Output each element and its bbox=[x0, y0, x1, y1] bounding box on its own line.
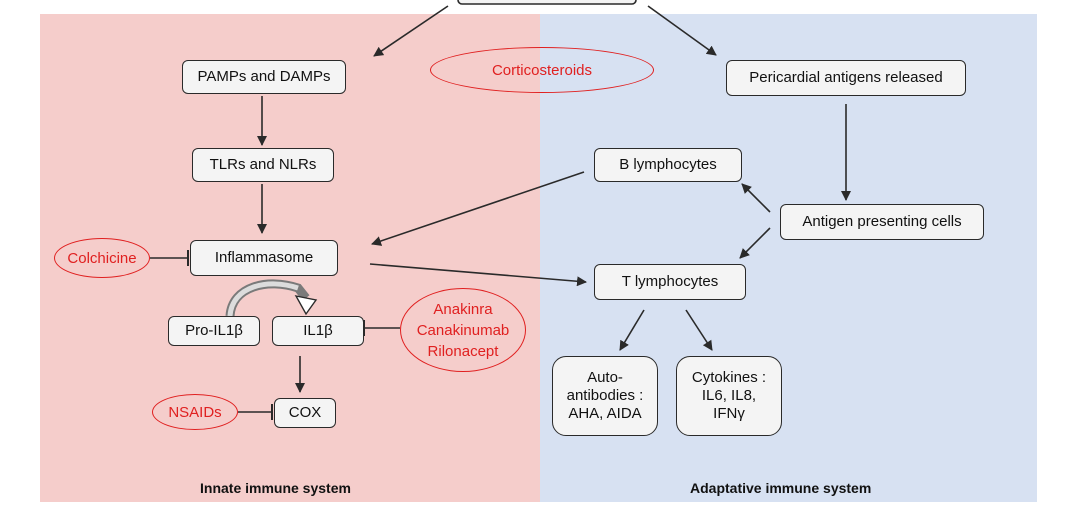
node-tlrs: TLRs and NLRs bbox=[192, 148, 334, 182]
drug-anakinra-group: Anakinra Canakinumab Rilonacept bbox=[400, 288, 526, 372]
node-cytokines: Cytokines : IL6, IL8, IFNγ bbox=[676, 356, 782, 436]
drug-colchicine: Colchicine bbox=[54, 238, 150, 278]
edge-t-to-cytokines bbox=[685, 309, 713, 351]
conversion-arrowhead bbox=[294, 295, 318, 316]
node-inflammasome: Inflammasome bbox=[190, 240, 338, 276]
edge-apc-to-t bbox=[739, 227, 771, 259]
node-pro-il1b: Pro-IL1β bbox=[168, 316, 260, 346]
drug-corticosteroids: Corticosteroids bbox=[430, 47, 654, 93]
conversion-arrow-inner bbox=[227, 281, 299, 317]
node-pamps: PAMPs and DAMPs bbox=[182, 60, 346, 94]
edge-top-to-pamps bbox=[373, 5, 449, 57]
node-b-lymphocytes: B lymphocytes bbox=[594, 148, 742, 182]
edge-b-to-inflammasome bbox=[371, 171, 585, 246]
node-pericardial: Pericardial antigens released bbox=[726, 60, 966, 96]
top-frame bbox=[0, 0, 1078, 14]
edge-inflammasome-to-t bbox=[369, 263, 587, 287]
node-apc: Antigen presenting cells bbox=[780, 204, 984, 240]
edge-apc-to-b bbox=[741, 183, 771, 213]
node-autoantibodies: Auto- antibodies : AHA, AIDA bbox=[552, 356, 658, 436]
top-source-node bbox=[457, 0, 637, 5]
innate-system-label: Innate immune system bbox=[200, 480, 351, 496]
adaptive-system-label: Adaptative immune system bbox=[690, 480, 872, 496]
node-cox: COX bbox=[274, 398, 336, 428]
node-t-lymphocytes: T lymphocytes bbox=[594, 264, 746, 300]
node-il1b: IL1β bbox=[272, 316, 364, 346]
edge-t-to-autoantibodies bbox=[619, 309, 645, 351]
drug-nsaids: NSAIDs bbox=[152, 394, 238, 430]
edge-top-to-pericardial bbox=[647, 5, 717, 56]
